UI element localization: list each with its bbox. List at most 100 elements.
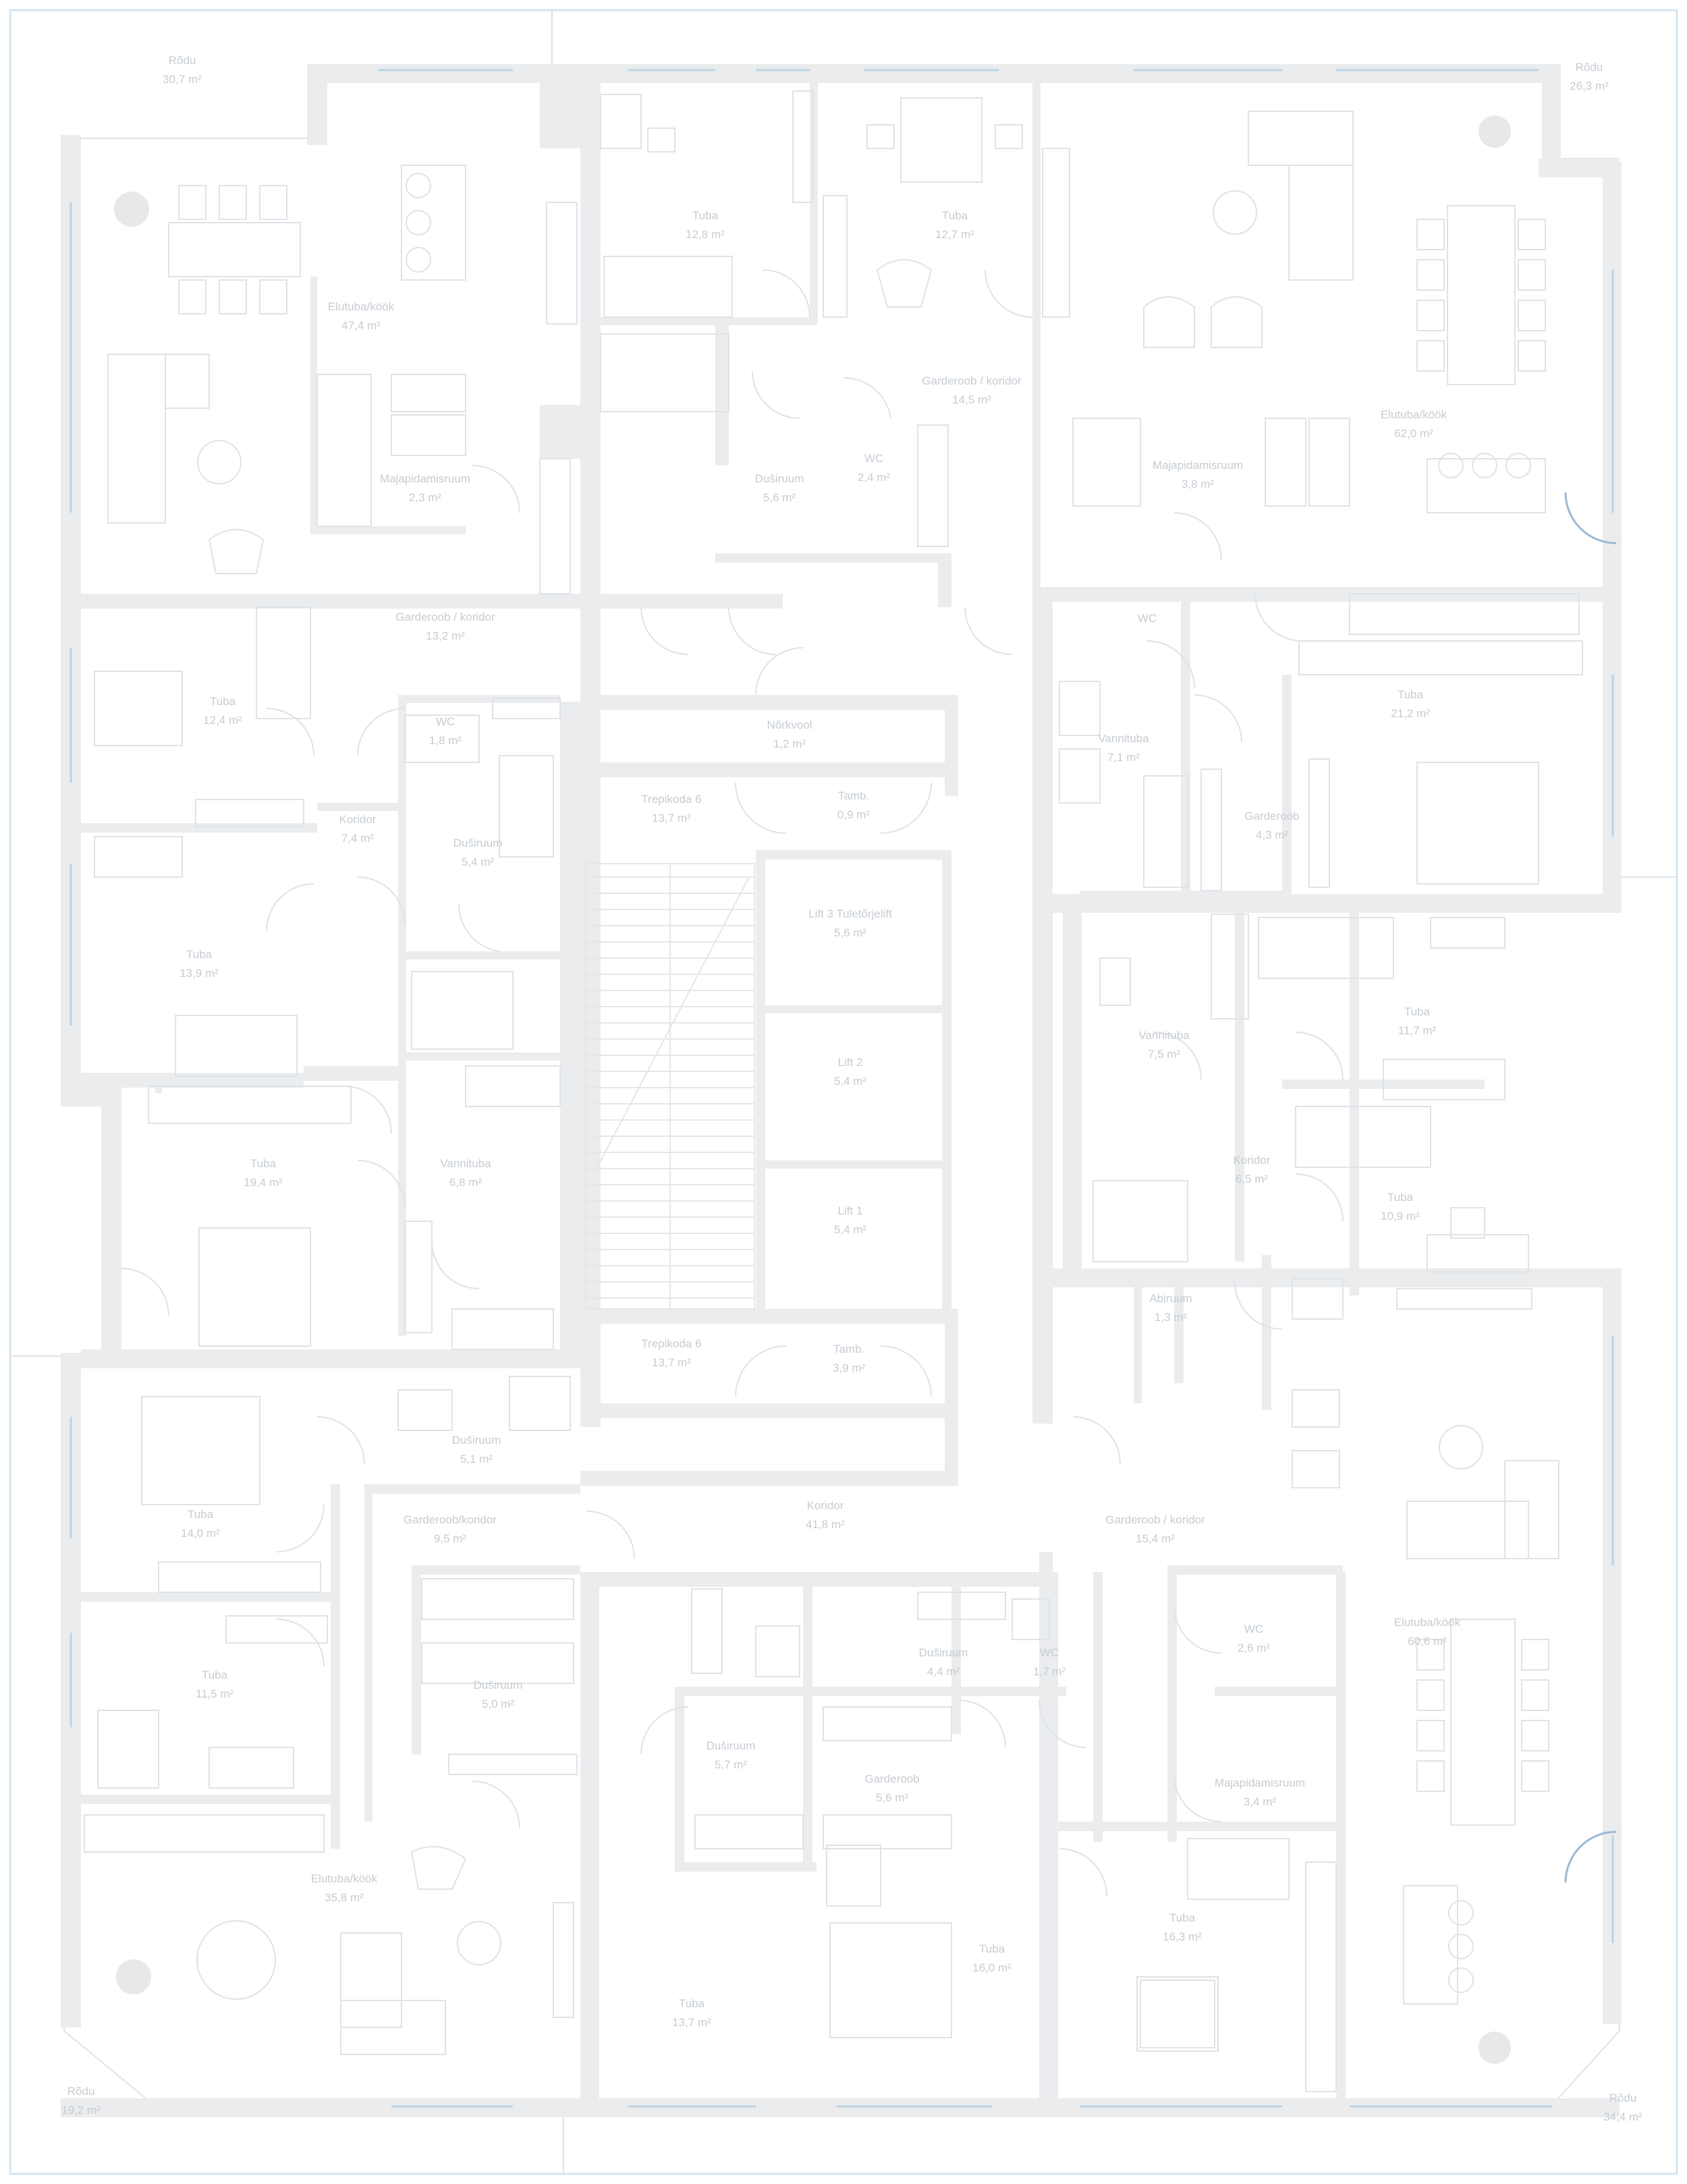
room-name-label: WC — [1138, 612, 1157, 625]
door — [1173, 512, 1222, 561]
room-area-label: 30,7 m² — [163, 73, 202, 86]
door — [1039, 1700, 1087, 1748]
room-name-label: Rõdu — [1576, 61, 1603, 74]
room-area-label: 0,9 m² — [837, 808, 870, 821]
room-area-label: 1,2 m² — [773, 737, 806, 750]
room-area-label: 5,0 m² — [482, 1698, 515, 1710]
room-area-label: 12,8 m² — [686, 228, 725, 241]
dining-table — [168, 222, 301, 277]
door — [1254, 593, 1303, 642]
door — [1173, 1605, 1222, 1654]
room-name-label: WC — [436, 715, 455, 728]
doors — [121, 269, 1344, 1897]
room-area-label: 13,7 m² — [672, 2016, 711, 2029]
door — [458, 903, 500, 952]
bed — [603, 256, 733, 318]
room-area-label: 34,4 m² — [1603, 2110, 1642, 2123]
room-area-label: 5,4 m² — [462, 856, 495, 868]
door — [735, 1345, 787, 1397]
plant-icon — [1478, 115, 1511, 148]
door — [755, 647, 804, 696]
room-area-label: 13,9 m² — [179, 967, 219, 980]
door — [843, 376, 891, 419]
door — [958, 1700, 1006, 1748]
room-name-label: Garderoob / koridor — [922, 374, 1022, 387]
door — [728, 607, 777, 655]
room-name-label: Koridor — [807, 1499, 844, 1512]
door — [735, 782, 787, 834]
room-area-label: 5,6 m² — [834, 926, 867, 939]
room-name-label: Duširuum — [452, 1434, 501, 1447]
room-area-label: 14,0 m² — [181, 1527, 220, 1540]
room-area-label: 1,8 m² — [429, 734, 462, 747]
walls — [61, 64, 1622, 2117]
kitchen-island — [401, 165, 466, 281]
room-name-label: Garderoob/koridor — [404, 1513, 497, 1526]
room-area-label: 12,4 m² — [203, 714, 242, 727]
room-area-label: 2,4 m² — [858, 471, 891, 484]
room-name-label: Duširuum — [755, 472, 804, 485]
door — [1153, 1032, 1202, 1080]
room-name-label: Tuba — [942, 209, 968, 222]
bed — [1295, 1106, 1431, 1168]
room-name-label: Duširuum — [919, 1646, 968, 1659]
room-name-label: Tuba — [1387, 1191, 1414, 1204]
door — [985, 269, 1033, 318]
door — [276, 1504, 325, 1552]
room-name-label: Vannituba — [1138, 1029, 1190, 1042]
stair-treads-left — [586, 876, 670, 1299]
sofa — [1248, 111, 1354, 166]
door — [1234, 1281, 1283, 1330]
room-area-label: 14,5 m² — [952, 393, 991, 406]
sofa — [107, 354, 166, 524]
room-area-label: 5,1 m² — [460, 1453, 493, 1465]
room-area-label: 2,3 m² — [409, 491, 442, 504]
door — [472, 465, 520, 513]
room-name-label: Duširuum — [453, 837, 503, 849]
room-name-label: Majapidamisruum — [1215, 1776, 1305, 1789]
room-area-label: 16,3 m² — [1163, 1930, 1202, 1943]
room-name-label: Tamb. — [833, 1343, 864, 1355]
room-name-label: Tuba — [692, 209, 719, 222]
room-area-label: 5,7 m² — [715, 1758, 748, 1771]
coffee-table — [1213, 190, 1257, 235]
door — [1194, 694, 1242, 743]
room-name-label: Lift 3 Tuletõrjelift — [808, 907, 892, 920]
room-name-label: Majapidamisruum — [1153, 459, 1243, 472]
room-area-label: 11,7 m² — [1398, 1024, 1437, 1037]
coffee-table — [457, 1921, 501, 1965]
room-name-label: Tuba — [1169, 1911, 1196, 1924]
door — [431, 1241, 480, 1289]
windows — [70, 69, 1614, 2108]
room-area-label: 3,9 m² — [833, 1362, 866, 1374]
room-area-label: 62,0 m² — [1394, 427, 1433, 440]
room-area-label: 19,2 m² — [61, 2104, 101, 2117]
room-area-label: 6,8 m² — [449, 1176, 482, 1189]
door — [357, 708, 406, 756]
room-name-label: Tuba — [202, 1669, 228, 1681]
door — [640, 1706, 689, 1755]
plant-icon — [114, 192, 149, 227]
dining-table — [1447, 205, 1516, 385]
room-name-label: Abiruum — [1149, 1292, 1192, 1305]
room-area-label: 15,4 m² — [1136, 1532, 1175, 1545]
room-area-label: 5,4 m² — [834, 1223, 867, 1236]
door — [964, 607, 1013, 655]
room-area-label: 13,7 m² — [652, 812, 691, 824]
room-name-label: Lift 2 — [838, 1056, 863, 1069]
door — [472, 1781, 520, 1829]
room-area-label: 4,3 m² — [1256, 829, 1289, 841]
kitchen-counter — [84, 1814, 325, 1853]
sofa — [1406, 1501, 1529, 1559]
room-area-label: 13,7 m² — [652, 1356, 691, 1369]
room-name-label: Vannituba — [1098, 732, 1149, 745]
stairs — [585, 863, 755, 1310]
door — [316, 1416, 365, 1465]
plant-icon — [1478, 2032, 1511, 2064]
dining-table — [196, 1920, 276, 2000]
bed — [97, 1710, 159, 1789]
door — [266, 883, 314, 932]
room-name-label: Tuba — [679, 1997, 705, 2010]
